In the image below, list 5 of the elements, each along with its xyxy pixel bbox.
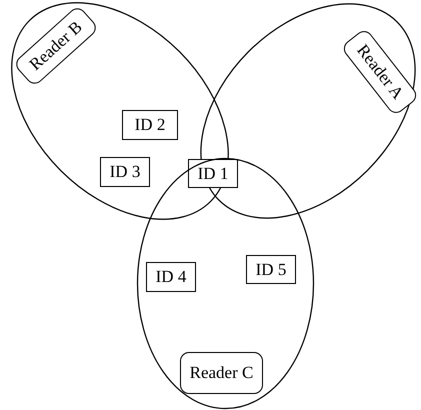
id-label: ID 4 [146, 262, 196, 292]
id-label: ID 5 [246, 255, 296, 284]
id-label: ID 3 [100, 157, 150, 187]
reader-label: Reader C [180, 352, 263, 394]
id-label: ID 2 [122, 110, 178, 140]
